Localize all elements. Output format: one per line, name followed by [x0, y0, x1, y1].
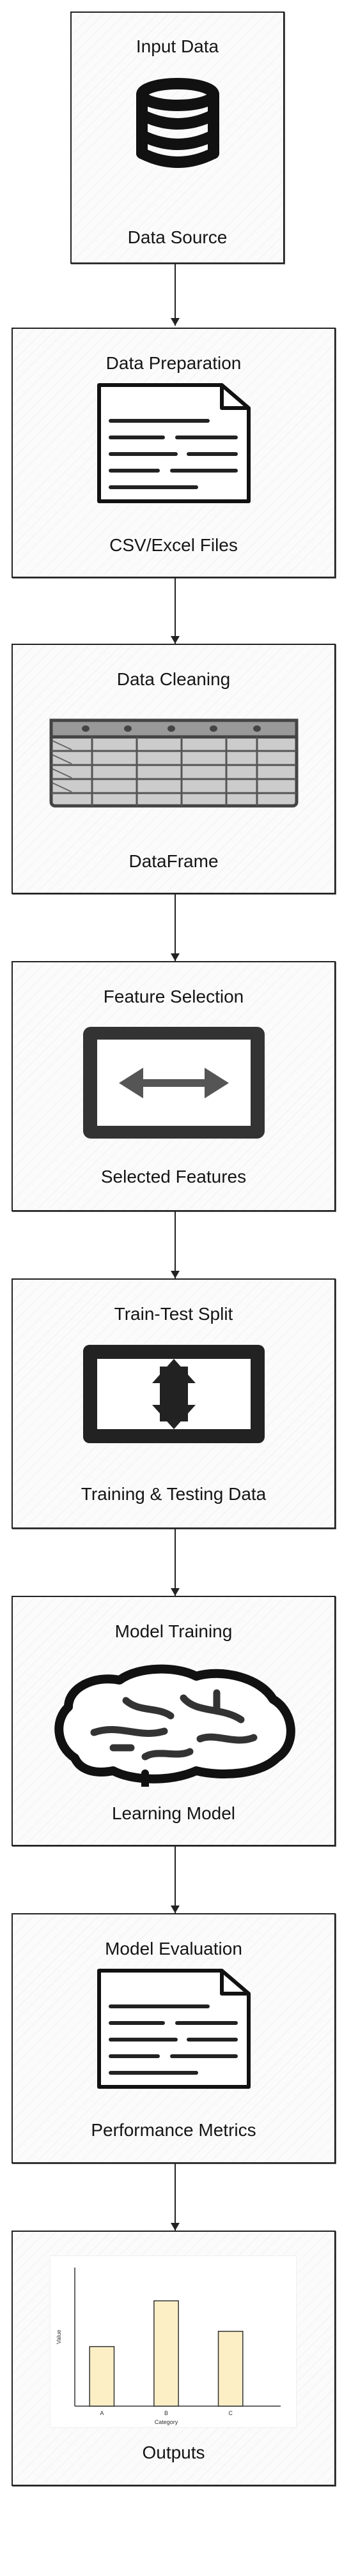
flow-arrow	[171, 894, 180, 961]
bar-c	[217, 2331, 244, 2407]
step-title: Feature Selection	[103, 987, 244, 1006]
output-chart-frame: A B C Category Value	[50, 2255, 297, 2428]
step-outputs: A B C Category Value Outputs	[12, 2231, 336, 2486]
x-tick-label: C	[228, 2410, 233, 2416]
document-icon	[97, 1969, 251, 2089]
step-label: Learning Model	[111, 1803, 236, 1823]
step-label: Training & Testing Data	[81, 1484, 267, 1504]
horizontal-arrows-icon	[82, 1027, 265, 1139]
step-label: DataFrame	[128, 851, 219, 871]
bar-chart-icon: A B C Category Value	[56, 2268, 281, 2425]
flow-arrow	[171, 2163, 180, 2231]
step-label: Data Source	[127, 227, 228, 247]
flow-arrow	[171, 1529, 180, 1596]
step-input-data: Input Data Data Source	[70, 11, 284, 264]
step-model-evaluation: Model Evaluation Performance Metrics	[12, 1913, 336, 2163]
flow-arrow	[171, 578, 180, 644]
step-label: Performance Metrics	[91, 2120, 256, 2140]
step-title: Input Data	[136, 36, 219, 56]
x-axis-label: Category	[155, 2419, 178, 2425]
step-title: Data Cleaning	[116, 669, 231, 689]
step-train-test-split: Train-Test Split Training & Testing Data	[12, 1278, 336, 1529]
step-label: Selected Features	[100, 1167, 247, 1186]
database-icon	[136, 78, 219, 168]
brain-icon	[54, 1664, 295, 1787]
bar-b	[153, 2300, 179, 2407]
bar-a	[89, 2345, 115, 2407]
step-data-cleaning: Data Cleaning DataFrame	[12, 644, 336, 894]
document-icon	[97, 383, 251, 503]
x-tick-label: B	[164, 2410, 168, 2416]
step-label: CSV/Excel Files	[109, 535, 238, 555]
table-icon	[49, 718, 298, 808]
step-title: Data Preparation	[105, 353, 242, 373]
step-title: Model Training	[114, 1621, 233, 1641]
vertical-arrows-icon	[82, 1345, 265, 1443]
flow-arrow	[171, 264, 180, 326]
step-feature-selection: Feature Selection Selected Features	[12, 961, 336, 1211]
flow-arrow	[171, 1211, 180, 1278]
step-title: Train-Test Split	[114, 1304, 233, 1324]
flow-arrow	[171, 1846, 180, 1913]
step-model-training: Model Training Learning Model	[12, 1596, 336, 1846]
step-data-preparation: Data Preparation CSV/Excel Files	[12, 328, 336, 578]
step-title: Model Evaluation	[105, 1939, 242, 1959]
x-tick-label: A	[100, 2410, 104, 2416]
step-label: Outputs	[142, 2443, 205, 2462]
y-axis-label: Value	[56, 2330, 62, 2344]
